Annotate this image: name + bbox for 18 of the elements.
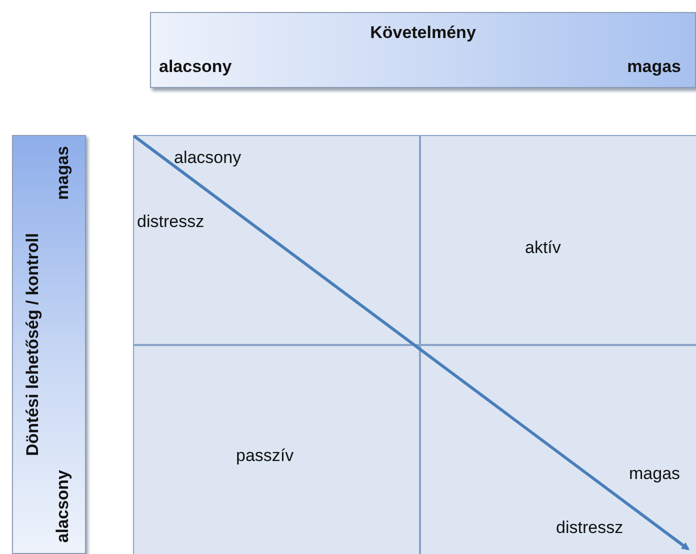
- axis-end-label: magas: [627, 57, 681, 77]
- quadrant: [133, 345, 420, 554]
- axis-title: Döntési lehetőség / kontroll: [23, 232, 43, 458]
- axis-end-label: magas: [53, 146, 73, 200]
- axis-end-label: alacsony: [159, 57, 232, 77]
- quadrant: [420, 135, 696, 345]
- quadrant-label: magas: [629, 464, 680, 484]
- quadrant-label: aktív: [525, 238, 561, 258]
- axis-end-label: alacsony: [53, 470, 73, 543]
- quadrant-label: distressz: [137, 212, 204, 232]
- quadrant: [420, 345, 696, 554]
- axis-band: [12, 135, 86, 554]
- quadrant-label: passzív: [236, 446, 294, 466]
- quadrant: [133, 135, 420, 345]
- quadrant-label: alacsony: [174, 148, 242, 168]
- axis-band: [150, 12, 696, 88]
- axis-title: Követelmény: [369, 23, 477, 43]
- quadrant-label: distressz: [556, 518, 624, 538]
